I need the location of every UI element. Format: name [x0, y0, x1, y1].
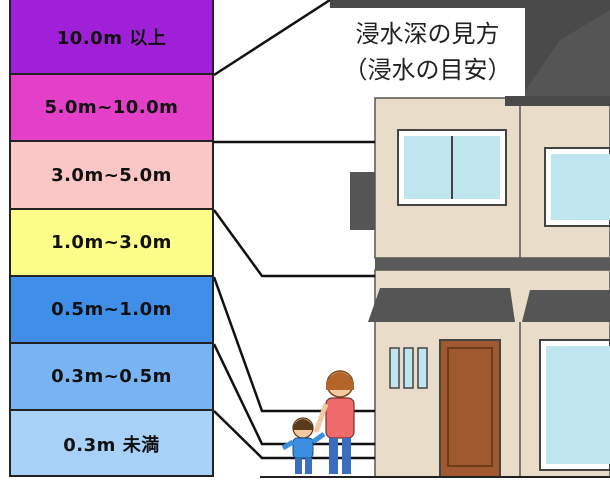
band-under-03m: 0.3m 未満 [9, 411, 214, 477]
title-box: 浸水深の見方 （浸水の目安） [330, 8, 525, 96]
slit-window-2 [403, 347, 414, 389]
band-05m-1m: 0.5m~1.0m [9, 277, 214, 344]
slit-window-3 [417, 347, 428, 389]
main-roof-peak [520, 10, 610, 98]
band-5m-10m: 5.0m~10.0m [9, 75, 214, 142]
slit-window-1 [389, 347, 400, 389]
band-3m-5m: 3.0m~5.0m [9, 142, 214, 210]
adult-figure [313, 370, 355, 474]
porch-roof-right [522, 290, 610, 322]
side-vent [350, 172, 375, 230]
child-figure [281, 417, 326, 474]
title-line-2: （浸水の目安） [343, 56, 512, 84]
floor-band [375, 258, 610, 270]
band-1m-3m: 1.0m~3.0m [9, 210, 214, 277]
connector-3m [212, 209, 375, 278]
connector-10m [213, 0, 331, 77]
band-10m-plus: 10.0m 以上 [9, 0, 214, 75]
porch-roof-left [368, 288, 515, 322]
band-03m-05m: 0.3m~0.5m [9, 344, 214, 411]
title-line-1: 浸水深の見方 [355, 20, 500, 48]
